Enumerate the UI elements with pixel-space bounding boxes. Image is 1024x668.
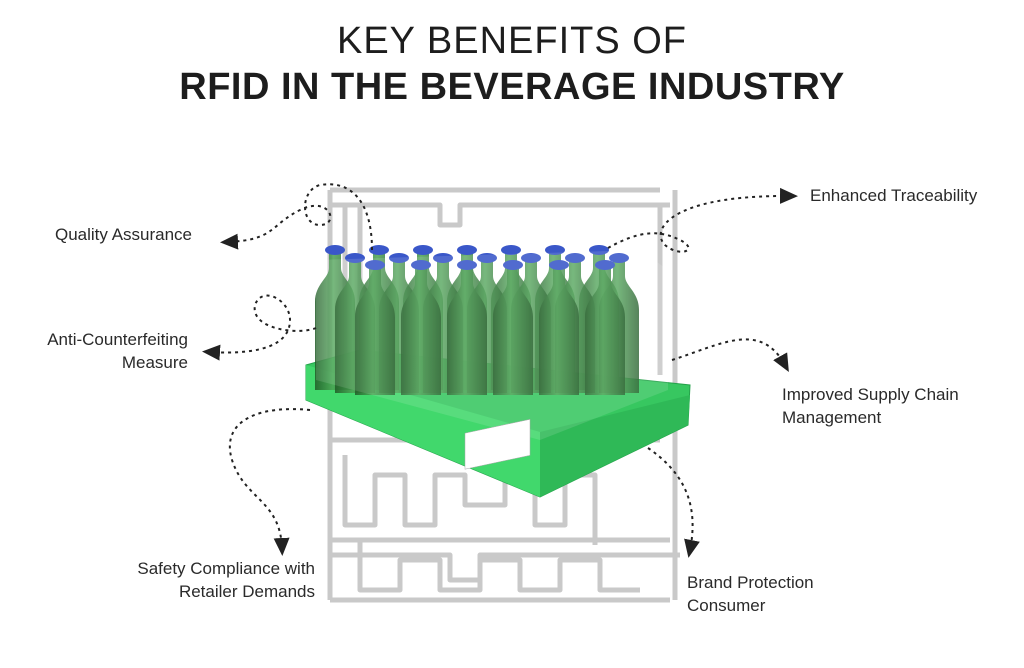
bottle-cap: [545, 245, 565, 255]
bottle-cap: [365, 260, 385, 270]
benefit-supply-chain-line2: Management: [782, 408, 882, 427]
bottle: [401, 265, 441, 395]
bottle-cap: [411, 260, 431, 270]
bottle-cap: [413, 245, 433, 255]
bottle-cap: [345, 253, 365, 263]
benefit-anti-counterfeiting: Anti-Counterfeiting Measure: [20, 328, 188, 374]
bottle-cap: [433, 253, 453, 263]
bottle-cap: [457, 260, 477, 270]
benefit-safety-compliance: Safety Compliance with Retailer Demands: [100, 557, 315, 603]
bottle-cap: [389, 253, 409, 263]
bottle-cap: [457, 245, 477, 255]
title-line-1: KEY BENEFITS OF: [336, 20, 688, 62]
bottle-cap: [609, 253, 629, 263]
bottle-cap: [501, 245, 521, 255]
bottle: [493, 265, 533, 395]
benefit-brand-protection-line2: Consumer: [687, 596, 766, 615]
bottle: [447, 265, 487, 395]
benefit-anti-counterfeiting-line1: Anti-Counterfeiting: [47, 330, 188, 349]
title-line-2: RFID IN THE BEVERAGE INDUSTRY: [179, 66, 845, 108]
benefit-safety-compliance-line1: Safety Compliance with: [137, 559, 315, 578]
benefit-brand-protection: Brand Protection Consumer: [687, 571, 814, 617]
benefit-safety-compliance-line2: Retailer Demands: [178, 582, 315, 601]
qr-label: [464, 419, 531, 470]
bottle-cap: [477, 253, 497, 263]
bottle-cap: [565, 253, 585, 263]
bottle-cap: [521, 253, 541, 263]
benefit-supply-chain: Improved Supply Chain Management: [782, 383, 959, 429]
bottle-cap: [325, 245, 345, 255]
bottle-cap: [595, 260, 615, 270]
bottle: [585, 265, 625, 395]
bottle-cap: [369, 245, 389, 255]
benefit-quality-assurance: Quality Assurance: [55, 225, 193, 244]
bottle: [539, 265, 579, 395]
benefit-enhanced-traceability: Enhanced Traceability: [810, 186, 978, 205]
bottle-tray-illustration: [305, 245, 691, 498]
bottle-cap: [549, 260, 569, 270]
benefit-supply-chain-line1: Improved Supply Chain: [782, 385, 959, 404]
benefit-anti-counterfeiting-line2: Measure: [121, 353, 188, 372]
bottle: [355, 265, 395, 395]
bottle-cap: [503, 260, 523, 270]
benefit-brand-protection-line1: Brand Protection: [687, 573, 814, 592]
bottle-cap: [589, 245, 609, 255]
